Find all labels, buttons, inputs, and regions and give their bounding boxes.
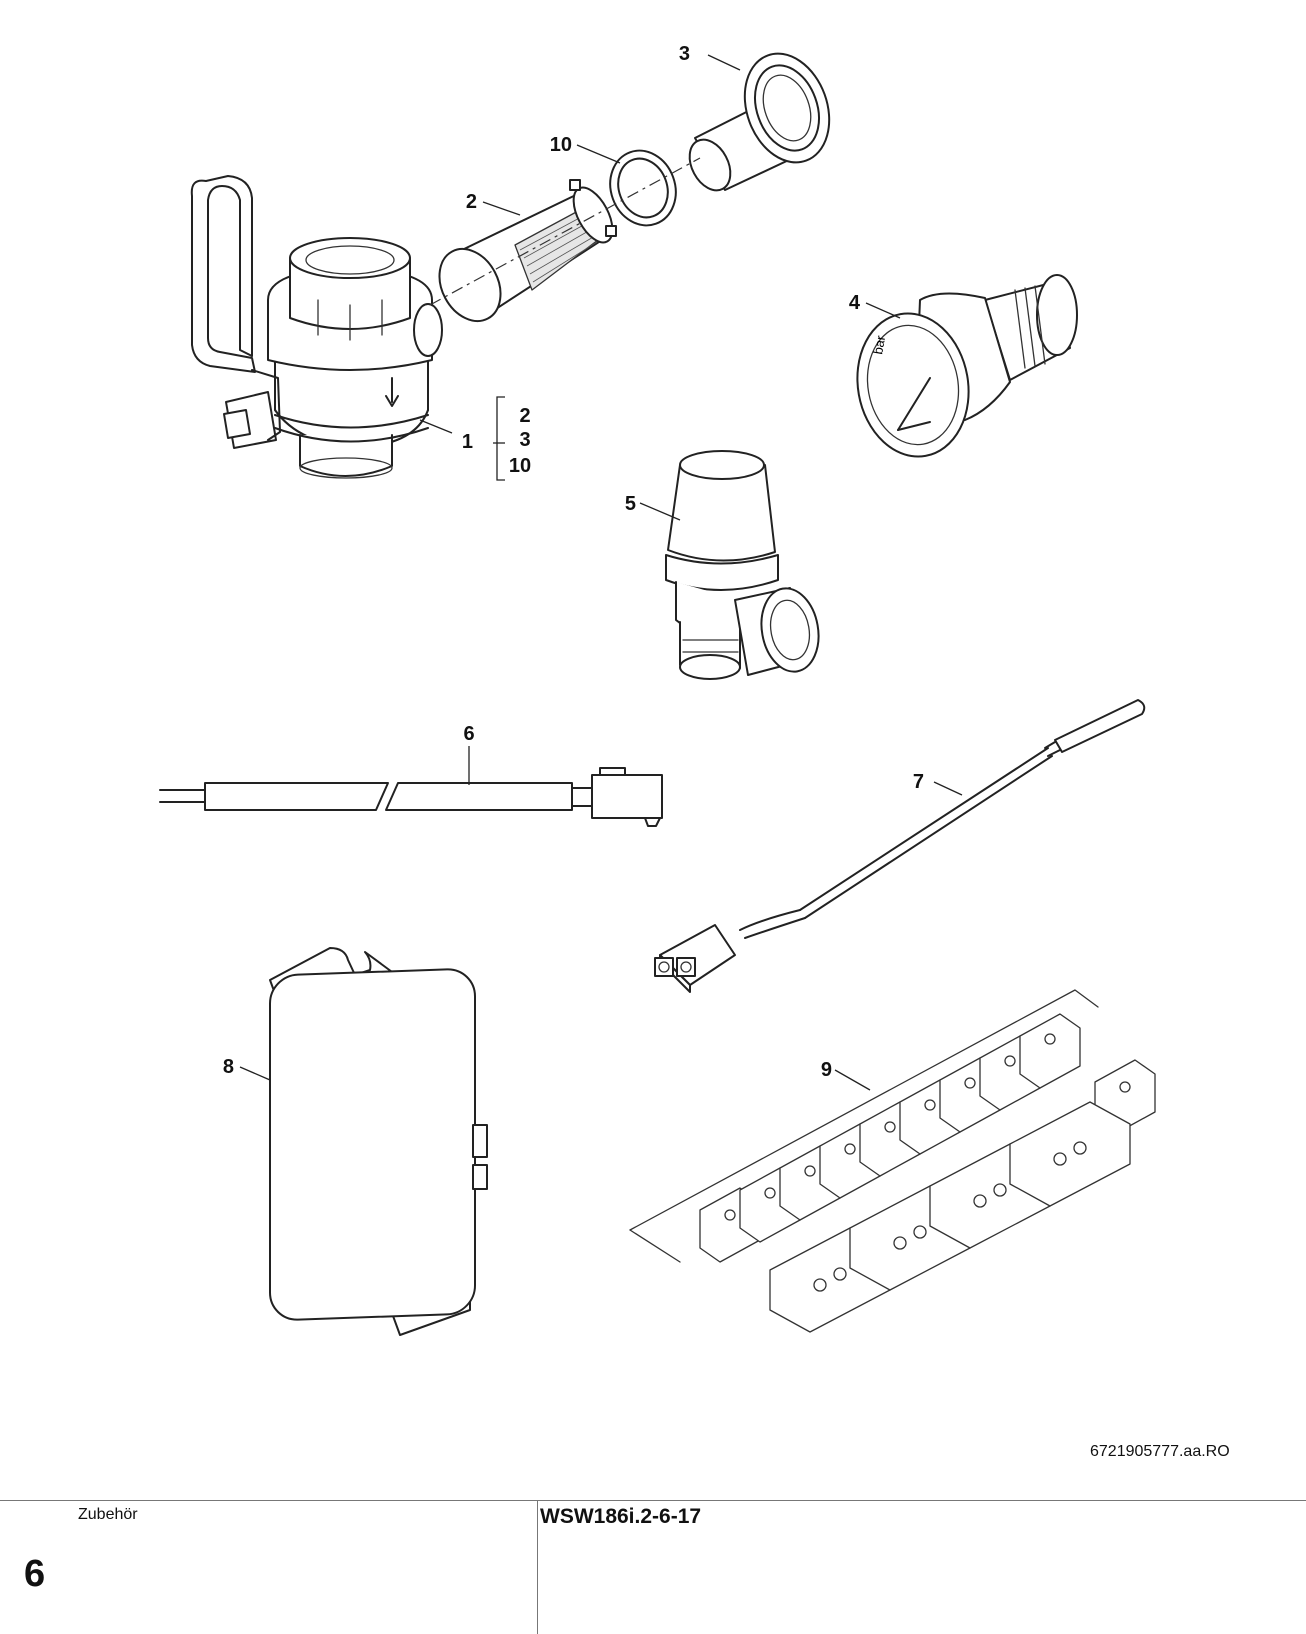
- callout-part-10: 10: [550, 134, 572, 156]
- footer-divider: [537, 1501, 538, 1634]
- exploded-parts-diagram: bar: [159, 43, 1156, 1336]
- page-number: 6: [24, 1553, 46, 1595]
- ball-valve-illustration: [190, 175, 443, 479]
- callout-part-4: 4: [849, 292, 861, 314]
- callout-part-3: 3: [679, 43, 690, 65]
- strainer-illustration: [438, 179, 617, 323]
- callout-part-7: 7: [913, 771, 924, 793]
- pressure-gauge-illustration: bar: [856, 274, 1078, 458]
- page-footer: Zubehör 6 WSW186i.2-6-17: [0, 1500, 1306, 1634]
- model-designation: WSW186i.2-6-17: [540, 1505, 702, 1528]
- drawing-number: 6721905777.aa.RO: [1090, 1443, 1230, 1460]
- safety-valve-illustration: [665, 450, 820, 680]
- terminal-connectors-illustration: [629, 989, 1156, 1333]
- bracket-item-10: 10: [509, 455, 531, 477]
- bracket-item-3: 3: [519, 429, 530, 451]
- callout-part-6: 6: [463, 723, 474, 745]
- seal-ring-illustration: [609, 149, 677, 227]
- callout-part-8: 8: [223, 1056, 234, 1078]
- assembly-axis-line: [429, 157, 701, 306]
- callout-part-1: 1: [462, 431, 473, 453]
- svg-text:bar: bar: [870, 334, 888, 356]
- connector-cable-6-illustration: [159, 767, 663, 827]
- cover-cap-illustration: [269, 947, 488, 1336]
- leader-lines: [239, 54, 963, 1091]
- callout-part-2: 2: [466, 191, 477, 213]
- callout-part-5: 5: [625, 493, 636, 515]
- sensor-cable-7-illustration: [654, 699, 1146, 993]
- union-nut-illustration: [688, 52, 831, 192]
- callout-part-9: 9: [821, 1059, 832, 1081]
- section-title: Zubehör: [78, 1506, 138, 1523]
- bracket-item-2: 2: [519, 405, 530, 427]
